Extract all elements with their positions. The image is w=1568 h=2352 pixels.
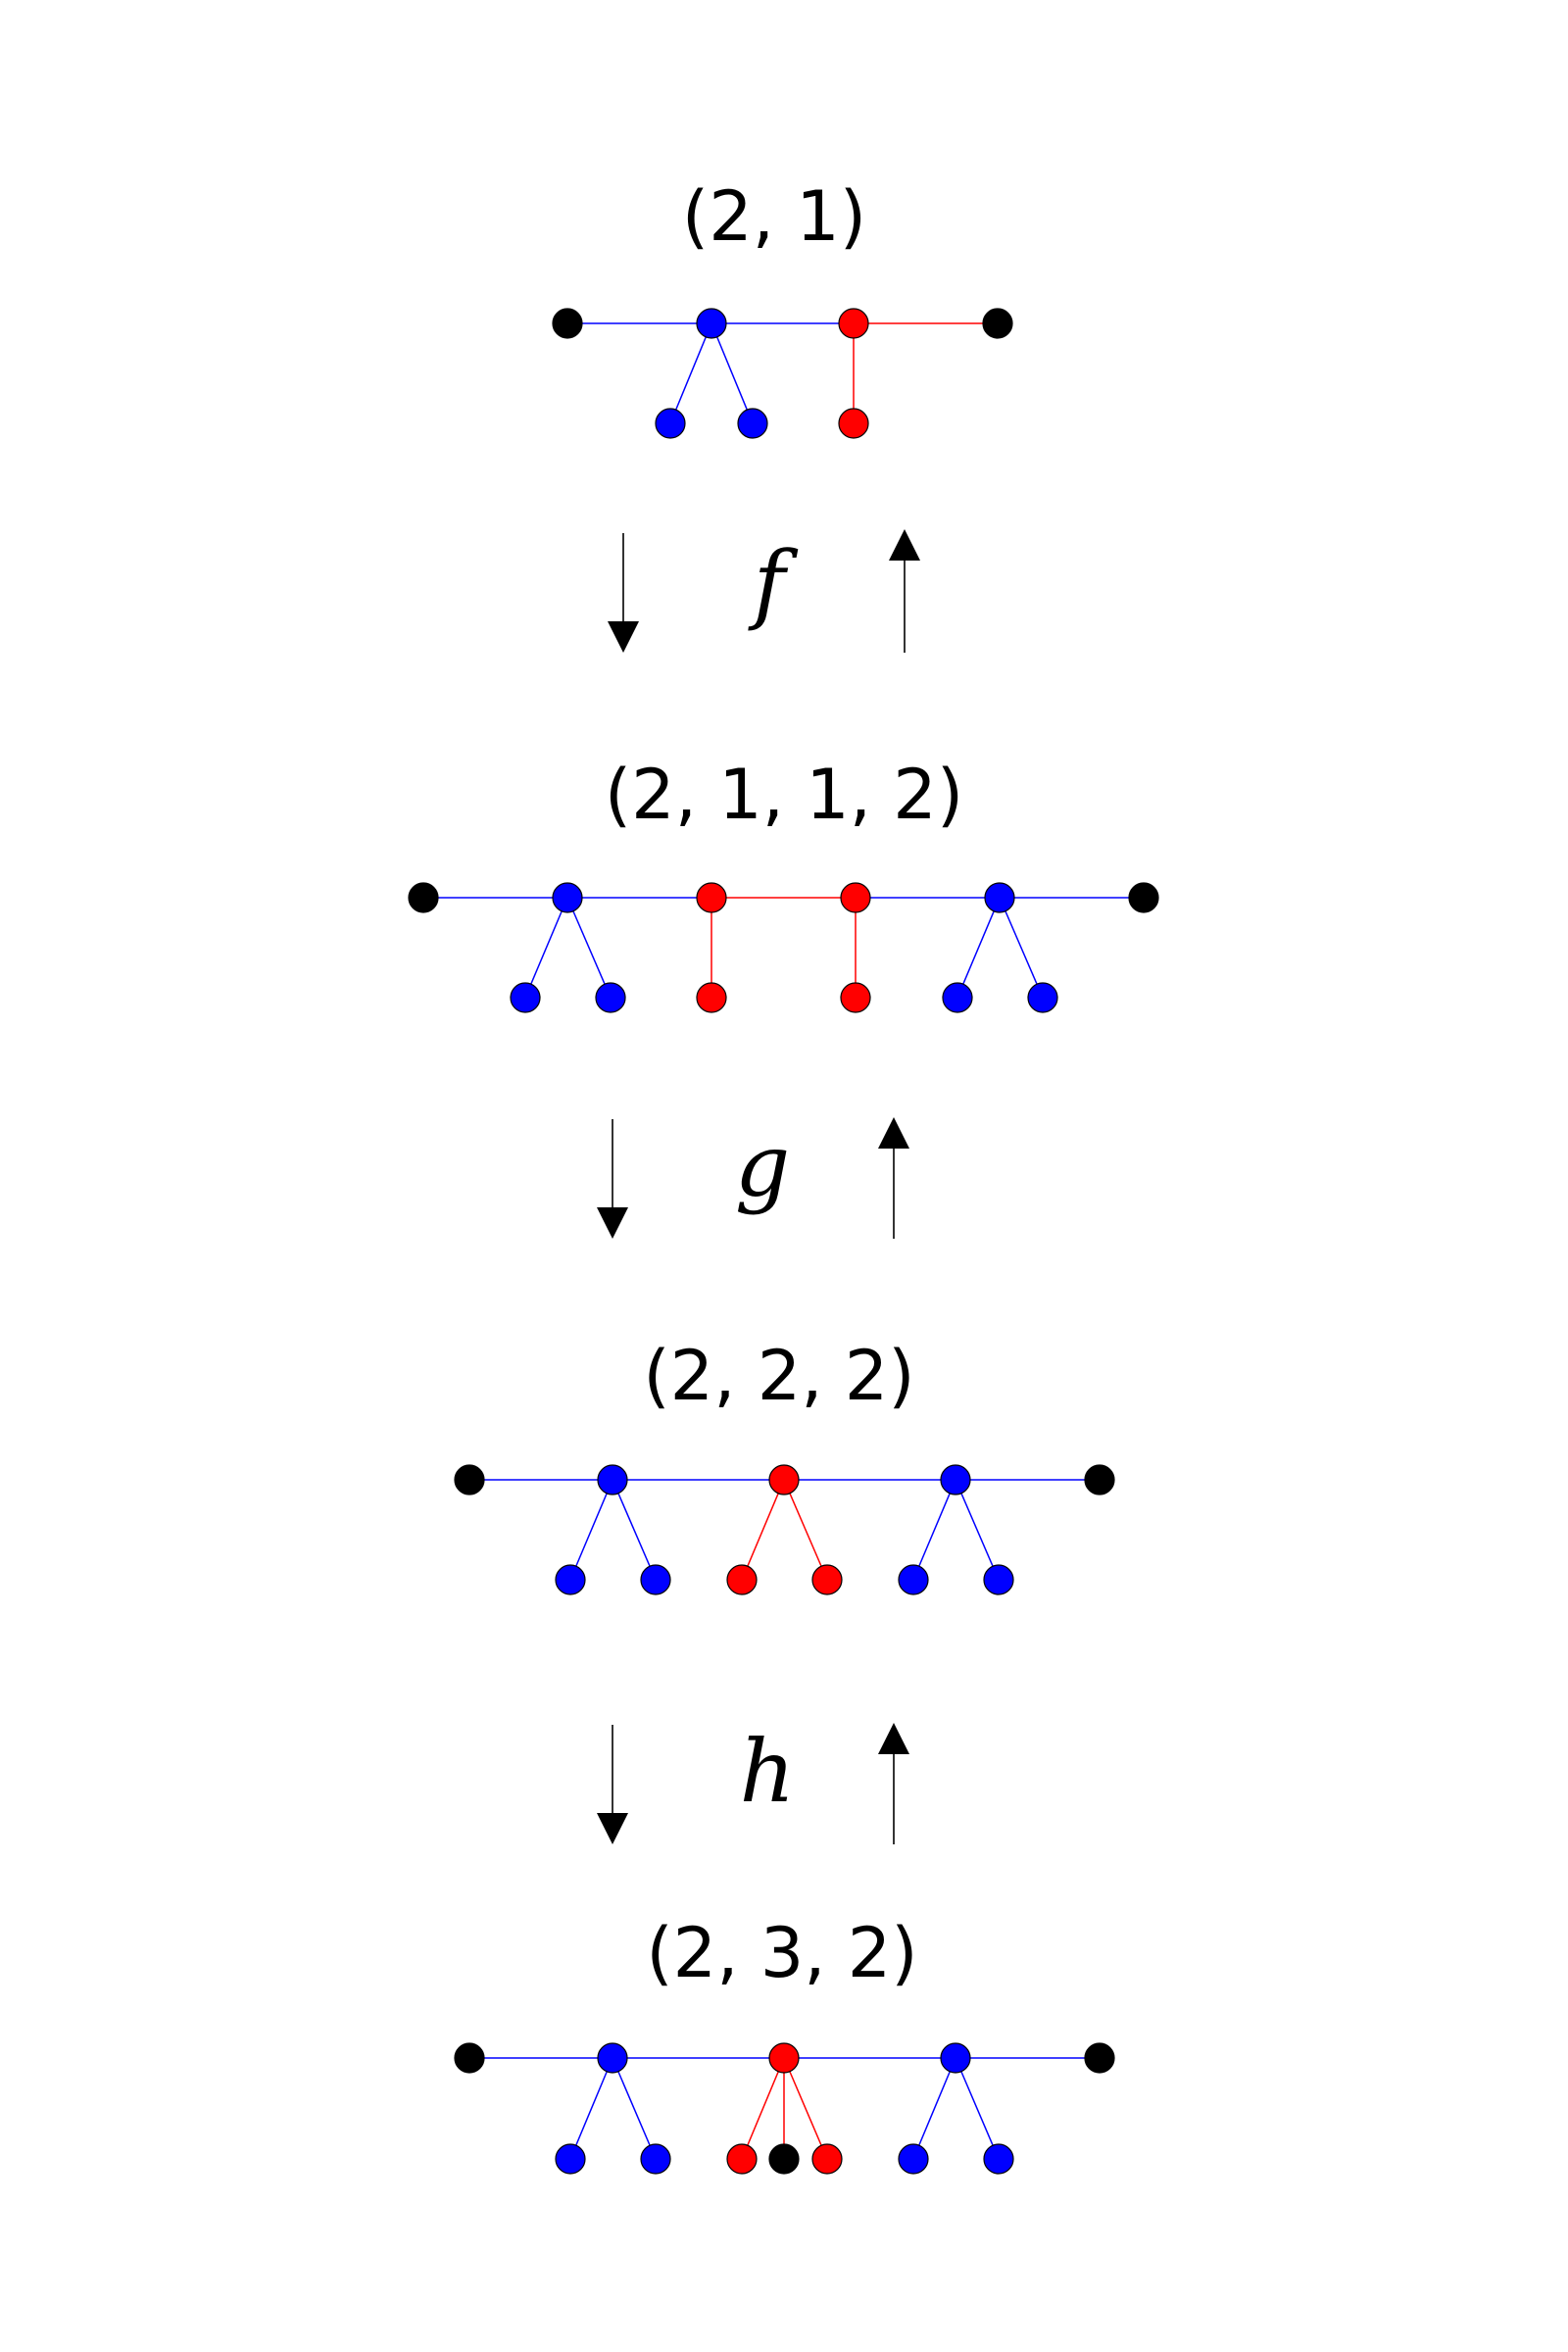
tree-2-2-2-node-6 [640,1564,671,1595]
tree-2-2-2-node-1 [597,1464,628,1495]
tree-2-1-1-2-edge-5 [524,897,568,999]
tree-2-3-2-edge-5 [612,2057,657,2160]
tree-2-1-1-2-node-3 [840,882,871,913]
tree-2-1-1-2-node-7 [595,982,626,1013]
tree-2-1-1-2-graph [408,882,1159,1013]
tree-2-2-2-edge-6 [741,1479,785,1581]
stage-4-title: (2, 3, 2) [646,1913,917,1993]
tree-2-3-2-node-9 [811,2143,843,2175]
tree-2-1-node-4 [655,408,686,439]
map-h-label: h [740,1721,796,1822]
tree-2-2-2-node-7 [726,1564,758,1595]
tree-2-1-1-2-edge-6 [566,897,612,999]
tree-2-1-node-1 [696,308,727,339]
tree-2-1-1-2-edge-9 [956,897,1001,999]
tree-2-1-edge-3 [669,322,712,424]
tree-2-3-2-node-0 [454,2042,485,2074]
tree-2-2-2-graph [454,1464,1115,1595]
tree-2-1-edge-4 [710,322,754,424]
tree-2-1-node-0 [552,308,583,339]
tree-2-3-2-graph [454,2042,1115,2175]
tree-2-1-node-5 [737,408,768,439]
map-g-label: g [735,1115,790,1216]
map-h-up-arrow [878,1723,909,1844]
tree-2-1-1-2-edge-10 [999,897,1044,999]
tree-2-2-2-node-8 [811,1564,843,1595]
tree-2-2-2-edge-7 [783,1479,828,1581]
tree-2-1-1-2-node-6 [510,982,541,1013]
tree-2-1-1-2-node-1 [552,882,583,913]
map-g-up-arrow [878,1117,909,1239]
tree-2-1-1-2-node-2 [696,882,727,913]
tree-2-2-2-node-4 [1084,1464,1115,1495]
tree-2-2-2-node-10 [983,1564,1014,1595]
tree-2-3-2-node-10 [898,2143,929,2175]
tree-2-1-1-2-node-4 [984,882,1015,913]
tree-2-2-2-edge-9 [955,1479,1000,1581]
map-f-down-arrow [608,533,639,653]
tree-2-2-2-node-5 [555,1564,586,1595]
tree-2-1-1-2-node-10 [942,982,973,1013]
tree-2-1-node-3 [982,308,1013,339]
tree-2-3-2-edge-10 [955,2057,1000,2160]
stage-2-title: (2, 1, 1, 2) [605,755,963,835]
tree-2-1-1-2-node-11 [1027,982,1058,1013]
tree-2-2-2-node-0 [454,1464,485,1495]
tree-2-1-1-2-node-5 [1128,882,1159,913]
tree-2-3-2-node-6 [640,2143,671,2175]
stage-1-title: (2, 1) [682,176,866,257]
tree-2-2-2-edge-8 [912,1479,956,1581]
tree-2-3-2-node-5 [555,2143,586,2175]
tree-2-2-2-node-9 [898,1564,929,1595]
tree-2-3-2-edge-6 [741,2057,785,2160]
tree-2-1-1-2-node-9 [840,982,871,1013]
tree-2-2-2-node-3 [940,1464,971,1495]
tree-2-2-2-edge-4 [569,1479,613,1581]
map-h-down-arrow [597,1725,628,1844]
tree-2-3-2-node-8 [768,2143,800,2175]
tree-2-2-2-edge-5 [612,1479,657,1581]
tree-2-3-2-edge-9 [912,2057,956,2160]
tree-2-3-2-node-1 [597,2042,628,2074]
tree-2-2-2-node-2 [768,1464,800,1495]
tree-2-1-graph [552,308,1013,439]
map-f-label: f [748,532,799,633]
tree-2-1-node-6 [838,408,869,439]
tree-2-1-node-2 [838,308,869,339]
tree-2-3-2-node-2 [768,2042,800,2074]
tree-2-3-2-node-4 [1084,2042,1115,2074]
tree-2-1-1-2-node-0 [408,882,439,913]
tree-2-1-1-2-node-8 [696,982,727,1013]
tree-2-3-2-node-11 [983,2143,1014,2175]
map-g-down-arrow [597,1119,628,1239]
map-f-up-arrow [889,529,920,653]
tree-2-3-2-node-3 [940,2042,971,2074]
tree-2-3-2-edge-4 [569,2057,613,2160]
tree-2-3-2-edge-8 [783,2057,828,2160]
stage-3-title: (2, 2, 2) [643,1336,914,1416]
tree-2-3-2-node-7 [726,2143,758,2175]
